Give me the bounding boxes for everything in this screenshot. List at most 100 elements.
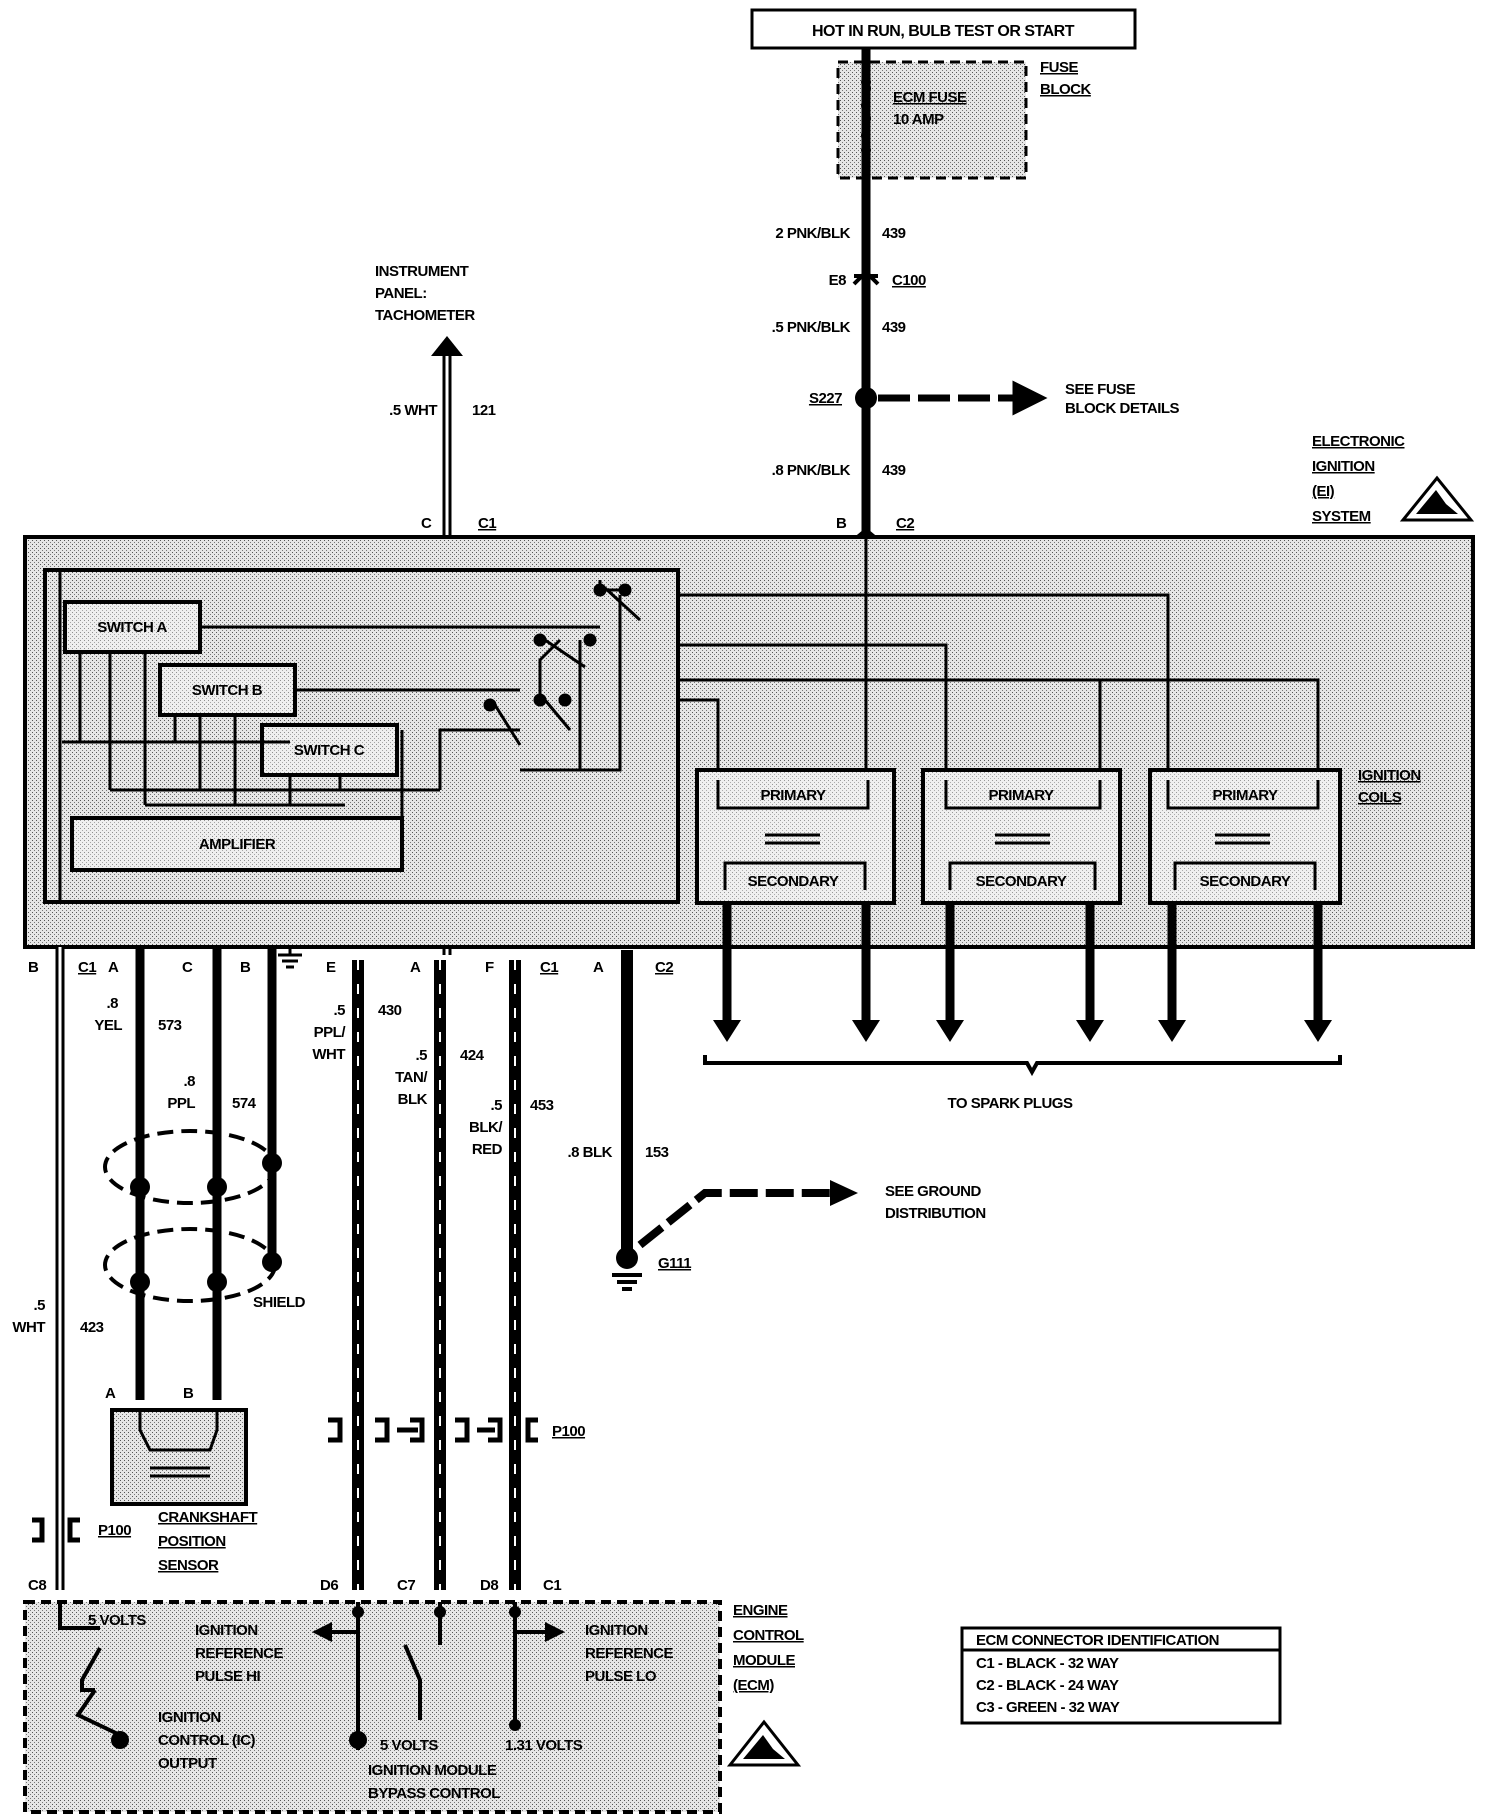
coil-2-secondary: SECONDARY <box>976 873 1067 890</box>
splice-s227-label: S227 <box>809 390 842 407</box>
ecm-pin-labels: C8 D6 C7 D8 C1 <box>28 1577 562 1594</box>
ignition-coils-label-1: IGNITION <box>1358 767 1421 784</box>
coil-3-secondary: SECONDARY <box>1200 873 1291 890</box>
wire-424-color-1: TAN/ <box>395 1069 428 1086</box>
ecm-node-ref-lo <box>509 1719 521 1731</box>
svg-text:D6: D6 <box>320 1577 338 1594</box>
pin-c-c1-top: C <box>421 515 432 532</box>
svg-text:C1: C1 <box>78 959 96 976</box>
svg-text:A: A <box>410 959 421 976</box>
svg-text:C1: C1 <box>540 959 558 976</box>
splice-s227 <box>855 387 877 409</box>
fuse-rating: 10 AMP <box>893 111 944 128</box>
shield-loops <box>103 1129 277 1303</box>
wire-453-color-1: BLK/ <box>469 1119 503 1136</box>
ecm-connector-id-row-2: C2 - BLACK - 24 WAY <box>976 1677 1119 1694</box>
wire-430-color-1: PPL/ <box>314 1024 347 1041</box>
ecm-connector-id-row-3: C3 - GREEN - 32 WAY <box>976 1699 1120 1716</box>
control-logic-box <box>43 568 680 904</box>
sensor-pin-b: B <box>183 1385 194 1402</box>
wire-574-gauge: .8 <box>183 1073 195 1090</box>
crank-sensor-label-2: POSITION <box>158 1533 226 1550</box>
shield-nodes <box>130 1153 282 1292</box>
wire-574-color: PPL <box>167 1095 195 1112</box>
crank-sensor-label-1: CRANKSHAFT <box>158 1509 257 1526</box>
wire-573-color: YEL <box>94 1017 122 1034</box>
sensor-pin-a: A <box>105 1385 116 1402</box>
coil-2-primary: PRIMARY <box>988 787 1054 804</box>
fuse-details-ref-1: SEE FUSE <box>1065 381 1136 398</box>
wire-430-gauge: .5 <box>333 1002 345 1019</box>
switch-a-box <box>63 600 202 654</box>
wire-circuit-439c: 439 <box>882 462 906 479</box>
coil-1-secondary: SECONDARY <box>748 873 839 890</box>
wire-574-circuit: 574 <box>232 1095 257 1112</box>
svg-text:F: F <box>485 959 494 976</box>
switch-c-box <box>260 723 399 777</box>
ecm-ref-pulse-hi-2: REFERENCE <box>195 1645 284 1662</box>
ecm-node-c7 <box>434 1606 446 1618</box>
wire-424-color-2: BLK <box>398 1091 428 1108</box>
esd-hand-icon-bottom <box>743 1735 785 1759</box>
wire-453-color-2: RED <box>472 1141 503 1158</box>
wire-573-circuit: 573 <box>158 1017 182 1034</box>
crankshaft-sensor-box <box>110 1408 248 1506</box>
ground-g111-node <box>616 1247 638 1269</box>
ground-g111-icon <box>612 1273 642 1291</box>
ecm-label-1: ENGINE <box>733 1602 788 1619</box>
ecm-bypass-1: IGNITION MODULE <box>368 1762 497 1779</box>
coil-1 <box>695 768 896 905</box>
ei-bottom-pin-labels: B C1 A C B E A F C1 A C2 <box>28 959 674 976</box>
wire-153-circuit: 153 <box>645 1144 669 1161</box>
ecm-bypass-2: BYPASS CONTROL <box>368 1785 500 1802</box>
wire-453-circuit: 453 <box>530 1097 554 1114</box>
svg-text:C: C <box>182 959 193 976</box>
p100-left-label: P100 <box>98 1522 131 1539</box>
ecm-ic-output-2: CONTROL (IC) <box>158 1732 256 1749</box>
ecm-ref-pulse-hi-3: PULSE HI <box>195 1668 261 1685</box>
module-ground-icon <box>278 945 302 969</box>
svg-text:C2: C2 <box>655 959 673 976</box>
fuse-label: ECM FUSE <box>893 89 967 106</box>
wire-423-circuit: 423 <box>80 1319 104 1336</box>
ecm-ref-pulse-hi-1: IGNITION <box>195 1622 258 1639</box>
coil-1-primary: PRIMARY <box>760 787 826 804</box>
tach-arrow-icon <box>431 336 463 356</box>
wire-circuit-439b: 439 <box>882 319 906 336</box>
ecm-ref-lo-arrow-icon <box>545 1622 565 1642</box>
ecm-box <box>23 1600 722 1814</box>
ecm-label-4: (ECM) <box>733 1677 774 1694</box>
ecm-node-ic-output <box>111 1731 129 1749</box>
power-source-label: HOT IN RUN, BULB TEST OR START <box>812 23 1075 40</box>
wire-424-gauge: .5 <box>415 1047 427 1064</box>
ecm-node-d6 <box>352 1606 364 1618</box>
wire-423-color: WHT <box>12 1319 45 1336</box>
ei-system-label-1: ELECTRONIC <box>1312 433 1405 450</box>
svg-text:B: B <box>240 959 251 976</box>
ecm-ic-output-3: OUTPUT <box>158 1755 217 1772</box>
connector-c2-top: C2 <box>896 515 914 532</box>
ecm-5volts-left: 5 VOLTS <box>88 1612 146 1629</box>
fuse-details-ref-2: BLOCK DETAILS <box>1065 400 1180 417</box>
ecm-connector-id-row-1: C1 - BLACK - 32 WAY <box>976 1655 1119 1672</box>
ecm-node-d8 <box>509 1606 521 1618</box>
spark-plug-leads <box>722 903 1323 1025</box>
connector-c1-top: C1 <box>478 515 496 532</box>
tach-label-2: PANEL: <box>375 285 427 302</box>
wire-430-color-2: WHT <box>312 1046 345 1063</box>
ground-g111-label: G111 <box>658 1255 691 1272</box>
shield-label: SHIELD <box>253 1294 306 1311</box>
c100-connector-icon <box>852 269 880 286</box>
spark-plug-arrow-icons <box>713 1020 1332 1042</box>
pin-b-c2-top: B <box>836 515 847 532</box>
svg-text:D8: D8 <box>480 1577 498 1594</box>
wire-453-gauge: .5 <box>490 1097 502 1114</box>
svg-text:B: B <box>28 959 39 976</box>
fuse-block-label-2: BLOCK <box>1040 81 1091 98</box>
ecm-ref-pulse-lo-1: IGNITION <box>585 1622 648 1639</box>
wire-circuit-439a: 439 <box>882 225 906 242</box>
switch-a-label: SWITCH A <box>97 619 167 636</box>
svg-text:C1: C1 <box>543 1577 561 1594</box>
p100-right-connector-icon <box>328 1417 538 1443</box>
